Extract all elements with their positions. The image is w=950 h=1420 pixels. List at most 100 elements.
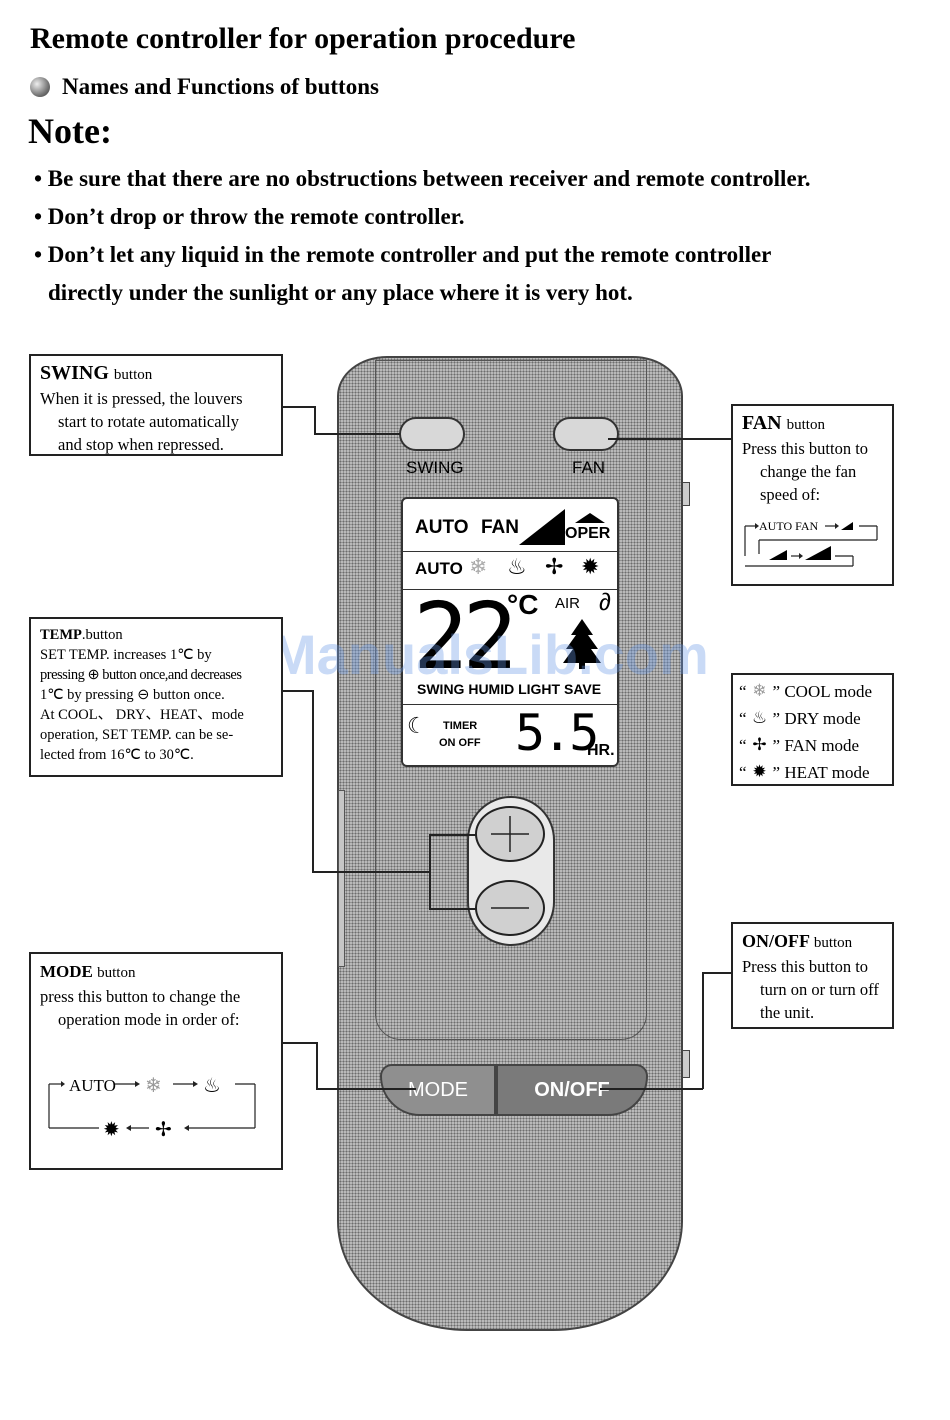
note-line-4: directly under the sunlight or any place… [48,280,633,305]
lcd-fan-text: FAN [481,517,519,538]
dry-drop-icon: ♨ [751,708,768,728]
lcd-display: AUTO FAN OPER AUTO ❄ ♨ ✢ ✹ 22 °C AIR ∂ S… [401,497,619,767]
mode-row-cool: “ ❄ ” COOL mode [739,678,886,705]
fan-button[interactable] [553,417,619,451]
mode-info-box: MODE button press this button to change … [29,952,283,1170]
fan-speed-bars-icon [519,509,565,545]
fan-box-line-1: Press this button to [742,439,869,458]
remote-inner-panel [375,360,647,1040]
fan-blade-icon: ✢ [545,555,564,580]
lcd-auto-fan: AUTO [415,517,469,538]
fan-box-heading: FAN [742,412,782,434]
side-clip-bottom [682,1050,690,1078]
section-subtitle: Names and Functions of buttons [30,74,379,100]
swing-box-line-3: and stop when repressed. [58,435,224,454]
swing-box-heading-suffix: button [113,367,153,383]
lcd-row-mode: AUTO ❄ ♨ ✢ ✹ [403,551,617,590]
temp-info-box: TEMP.button SET TEMP. increases 1℃ by pr… [29,617,283,777]
mode-row-fan: “ ✢ ” FAN mode [739,732,886,759]
lcd-on-off: ON OFF [439,737,481,749]
temp-box-line-1: SET TEMP. increases 1℃ by [40,647,212,663]
temp-box-line-3: 1℃ by pressing ⊖ button once. [40,687,225,703]
swing-box-line-1: When it is pressed, the louvers [40,389,243,408]
side-clip-top [682,482,690,506]
ball-bullet-icon [30,77,50,97]
moon-sleep-icon: ☾ [407,714,427,739]
page-title: Remote controller for operation procedur… [30,22,576,55]
tree-icon [563,619,601,669]
mode-heat-label: ” HEAT mode [772,763,870,782]
lcd-function-labels: SWING HUMID LIGHT SAVE [417,681,602,697]
snowflake-icon: ❄ [145,1073,162,1097]
subtitle-text: Names and Functions of buttons [62,74,379,99]
fan-box-line-2: change the fan [760,462,857,481]
lcd-timer: TIMER [443,720,478,732]
lcd-oper: OPER [565,525,611,542]
watermark: ManualsLib.com [270,623,709,686]
onoff-button[interactable]: ON/OFF [496,1064,648,1116]
note-line-2: • Don’t drop or throw the remote control… [34,204,465,229]
fan-box-line-3: speed of: [760,485,821,504]
fan-label: FAN [572,458,606,477]
lcd-row-temp: 22 °C AIR ∂ SWING HUMID LIGHT SAVE [403,583,617,705]
plus-icon [491,816,529,852]
temp-box-heading-suffix: .button [81,627,123,643]
lcd-temperature: 22 [413,583,518,690]
oper-arrow-icon [575,513,605,523]
lcd-temp-unit: °C [507,589,539,620]
dry-drop-icon: ♨ [203,1073,221,1097]
swing-box-heading: SWING [40,362,109,384]
lcd-small-digit-icon: ∂ [599,589,611,616]
lcd-row-fan: AUTO FAN OPER [403,499,617,552]
onoff-box-heading: ON/OFF [742,931,810,951]
mode-button[interactable]: MODE [380,1064,496,1116]
mode-button-label: MODE [408,1078,468,1101]
mode-cycle-diagram: ❄ ♨ ✢ ✹ [48,1073,256,1141]
quote-open: “ [739,763,747,782]
mode-box-heading: MODE [40,962,93,981]
onoff-box-line-1: Press this button to [742,957,869,976]
mode-row-dry: “ ♨ ” DRY mode [739,705,886,732]
note-line-3: • Don’t let any liquid in the remote con… [34,242,772,267]
temp-minus-button[interactable] [475,880,545,936]
onoff-box-line-3: the unit. [760,1003,815,1022]
lcd-hr: HR. [587,742,615,759]
onoff-button-label: ON/OFF [534,1078,610,1101]
onoff-box-line-2: turn on or turn off [760,980,879,999]
mode-dry-label: ” DRY mode [772,709,861,728]
fan-blade-icon: ✢ [155,1117,172,1141]
quote-open: “ [739,682,747,701]
mode-box-line-1: press this button to change the [40,987,241,1006]
dry-drop-icon: ♨ [507,555,527,580]
temp-box-line-4: At COOL、 DRY、HEAT、mode [40,707,244,723]
swing-label: SWING [406,458,464,477]
temp-plus-button[interactable] [475,806,545,862]
mode-cycle-start: AUTO [69,1076,116,1095]
modes-legend-box: “ ❄ ” COOL mode “ ♨ ” DRY mode “ ✢ ” FAN… [731,673,894,786]
snowflake-icon: ❄ [469,555,488,580]
temp-box-line-2: pressing ⊕ button once,and decreases [40,667,242,683]
sun-heat-icon: ✹ [103,1117,120,1141]
fan-info-box: FAN button Press this button to change t… [731,404,894,586]
swing-button[interactable] [399,417,465,451]
lcd-air: AIR [555,595,581,612]
side-groove [338,790,345,967]
quote-open: “ [739,709,747,728]
note-heading: Note: [28,111,112,151]
mode-box-line-2: operation mode in order of: [58,1010,240,1029]
temp-box-line-5: operation, SET TEMP. can be se- [40,727,234,743]
mode-cool-label: ” COOL mode [772,682,873,701]
swing-box-line-2: start to rotate automatically [58,412,239,431]
temp-box-line-6: lected from 16℃ to 30℃. [40,747,194,763]
snowflake-icon: ❄ [752,681,767,701]
mode-fan-label: ” FAN mode [772,736,860,755]
temp-box-heading: TEMP [40,627,82,643]
fan-speed-cycle-diagram: AUTO FAN [744,519,878,567]
lcd-row-timer: ☾ TIMER ON OFF 5.5 HR. [403,704,617,765]
sun-heat-icon: ✹ [581,555,600,580]
fan-blade-icon: ✢ [752,735,767,755]
swing-info-box: SWING button When it is pressed, the lou… [29,354,283,456]
mode-row-heat: “ ✹ ” HEAT mode [739,759,886,786]
mode-box-heading-suffix: button [97,965,136,981]
sun-heat-icon: ✹ [752,762,767,782]
